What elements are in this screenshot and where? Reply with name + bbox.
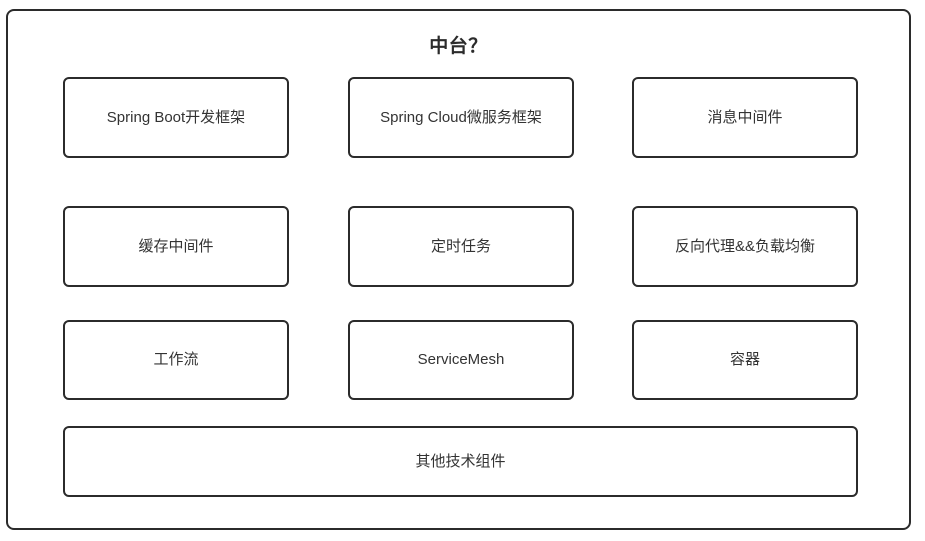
component-box-message-middleware[interactable]: 消息中间件 [632,77,858,158]
component-box-servicemesh[interactable]: ServiceMesh [348,320,574,400]
component-box-workflow[interactable]: 工作流 [63,320,289,400]
component-box-scheduled-task[interactable]: 定时任务 [348,206,574,287]
page-title: 中台？ [429,36,488,57]
component-box-reverse-proxy-load-balancing[interactable]: 反向代理&&负载均衡 [632,206,858,287]
component-box-spring-boot[interactable]: Spring Boot开发框架 [63,77,289,158]
component-box-other-tech-components[interactable]: 其他技术组件 [63,426,858,497]
component-box-spring-cloud[interactable]: Spring Cloud微服务框架 [348,77,574,158]
component-box-container[interactable]: 容器 [632,320,858,400]
middle-platform-container: 中台？ Spring Boot开发框架 Spring Cloud微服务框架 消息… [6,9,911,530]
component-box-cache-middleware[interactable]: 缓存中间件 [63,206,289,287]
